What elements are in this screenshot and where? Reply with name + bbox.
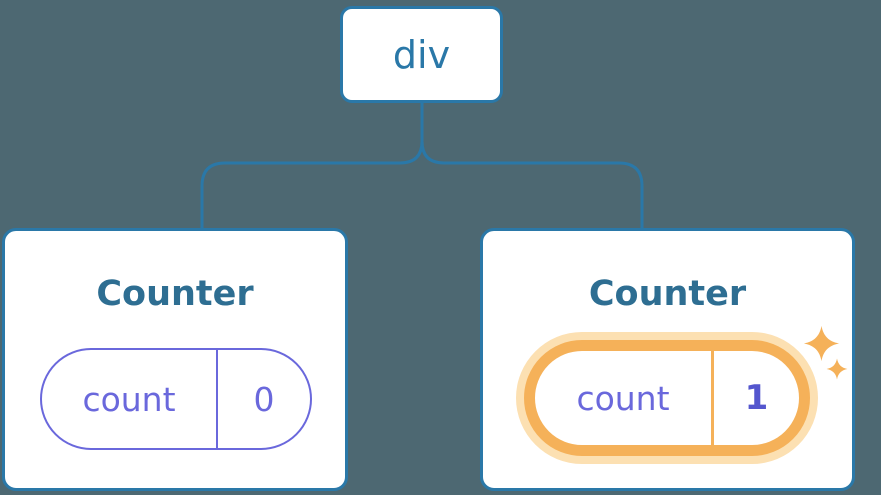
card-title: Counter (96, 274, 254, 314)
state-pill-highlighted: count 1 (524, 340, 810, 456)
state-key-label: count (535, 351, 714, 445)
sparkle-icon-small (826, 358, 848, 380)
state-value: 0 (253, 379, 275, 419)
sparkle-icon-large (803, 325, 840, 362)
root-node: div (340, 6, 503, 103)
counter-card-left: Counter count 0 (2, 228, 348, 491)
counter-card-right: Counter count 1 (480, 228, 855, 491)
state-key-label: count (42, 350, 218, 448)
card-title: Counter (588, 274, 747, 314)
state-value: 1 (744, 378, 769, 418)
root-node-label: div (392, 32, 451, 77)
state-pill: count 0 (40, 348, 312, 450)
